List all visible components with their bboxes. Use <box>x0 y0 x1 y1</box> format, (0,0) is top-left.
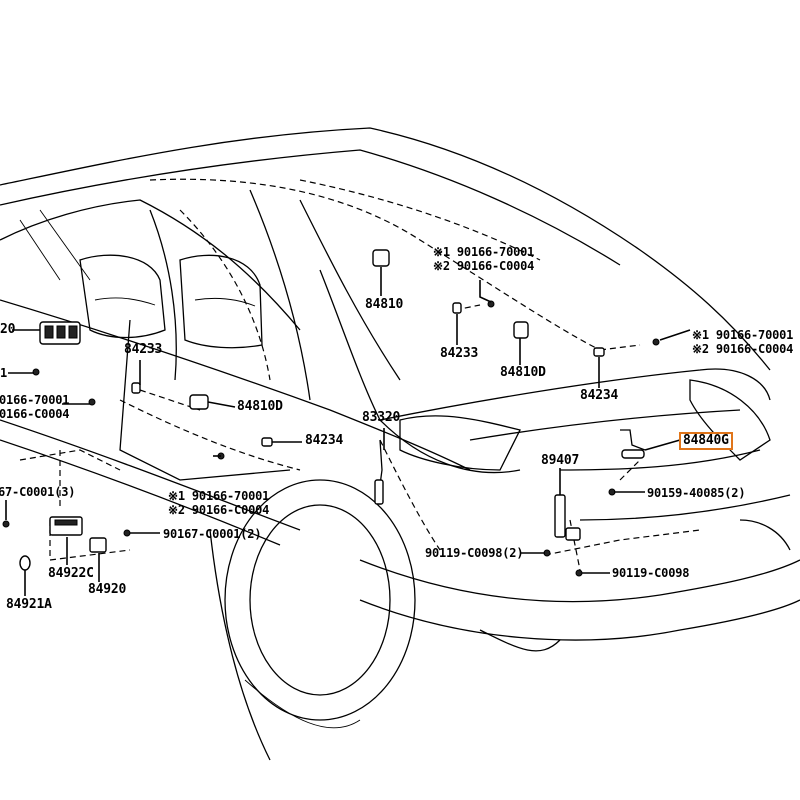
callout-90119-c0098-2: 90119-C0098(2) <box>425 546 524 560</box>
cable-83320 <box>374 439 384 505</box>
callout-89407: 89407 <box>541 453 580 468</box>
callout-84920: 84920 <box>88 582 127 597</box>
callout-90166-70001-left: 90166-70001 <box>0 393 70 407</box>
callout-84810d-left: 84810D <box>237 399 283 414</box>
callout-note1-top: ※1 90166-70001 <box>433 245 535 259</box>
callout-84810: 84810 <box>365 297 404 312</box>
callout-90167-c0001-2: 90167-C0001(2) <box>163 527 262 541</box>
callout-84234-right: 84234 <box>580 388 619 403</box>
callout-90166-c0004-left: 90166-C0004 <box>0 407 70 421</box>
callout-note2-right: ※2 90166-C0004 <box>692 342 794 356</box>
callout-note2-lower: ※2 90166-C0004 <box>168 503 270 517</box>
callout-84922c: 84922C <box>48 566 94 581</box>
lamp-socket-84810d-center <box>513 321 529 339</box>
callout-note1-right: ※1 90166-70001 <box>692 328 794 342</box>
leader-lines <box>5 267 691 596</box>
knob-84921a <box>19 555 31 571</box>
switch-84922c <box>49 516 83 536</box>
callout-84920-partial: 20 <box>0 322 16 337</box>
switch-assembly-left <box>39 321 81 345</box>
callout-84233-center: 84233 <box>440 346 479 361</box>
callout-83320: 83320 <box>362 410 401 425</box>
sensor-89407 <box>554 494 581 541</box>
lamp-84233-center <box>452 302 462 314</box>
switch-84234-right <box>593 347 605 357</box>
callout-90167-c0001-3: 67-C0001(3) <box>0 485 76 499</box>
lamp-socket-84810d-door <box>189 394 209 410</box>
callout-84810d-center: 84810D <box>500 365 546 380</box>
lamp-socket-84810 <box>372 249 390 267</box>
callout-note1-lower: ※1 90166-70001 <box>168 489 270 503</box>
switch-84234-left <box>261 437 273 447</box>
switch-84920 <box>89 537 107 553</box>
callout-84921a: 84921A <box>6 597 52 612</box>
callout-84234-left: 84234 <box>305 433 344 448</box>
callout-1-partial: 1 <box>0 366 8 380</box>
lamp-84233-left <box>131 382 141 394</box>
callout-90159-40085: 90159-40085(2) <box>647 486 746 500</box>
callout-note2-top: ※2 90166-C0004 <box>433 259 535 273</box>
callout-90119-c0098: 90119-C0098 <box>612 566 690 580</box>
switch-84840g <box>620 429 646 459</box>
callout-84233-left: 84233 <box>124 342 163 357</box>
callout-84840g-highlighted[interactable]: 84840G <box>679 432 733 450</box>
